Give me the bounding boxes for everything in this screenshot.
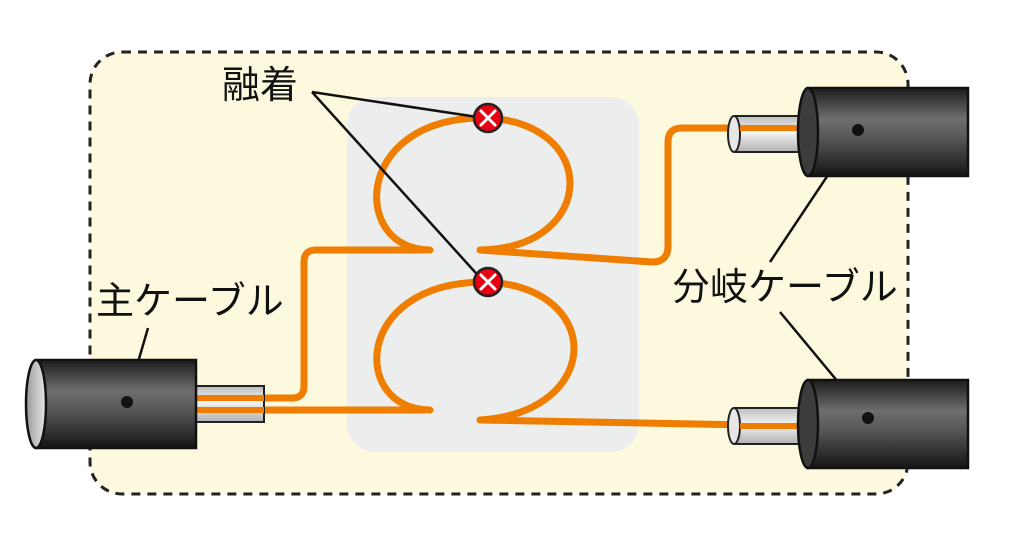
fusion-label: 融着 bbox=[222, 63, 299, 107]
main-cable-sleeve bbox=[191, 385, 265, 423]
branch-cable-lower bbox=[727, 378, 970, 470]
main-cable bbox=[24, 358, 265, 450]
leader-fusion-upper bbox=[311, 90, 485, 120]
leader-fusion-lower bbox=[311, 91, 485, 283]
main-cable-label: 主ケーブル bbox=[96, 279, 284, 323]
main-cable-end-cap bbox=[24, 358, 48, 450]
branch-upper-left-cap bbox=[796, 86, 820, 178]
main-cable-dot bbox=[121, 396, 133, 408]
branch-upper-jacket bbox=[806, 86, 970, 178]
main-cable-jacket bbox=[34, 358, 198, 450]
splice-point-lower bbox=[472, 266, 504, 298]
branch-lower-jacket bbox=[806, 378, 970, 470]
branch-lower-dot bbox=[862, 412, 874, 424]
branch-upper-dot bbox=[852, 124, 864, 136]
branch-cable-upper bbox=[727, 86, 970, 178]
splice-point-upper bbox=[472, 102, 504, 134]
branch-lower-left-cap bbox=[796, 378, 820, 470]
branch-cable-label: 分岐ケーブル bbox=[672, 265, 898, 309]
